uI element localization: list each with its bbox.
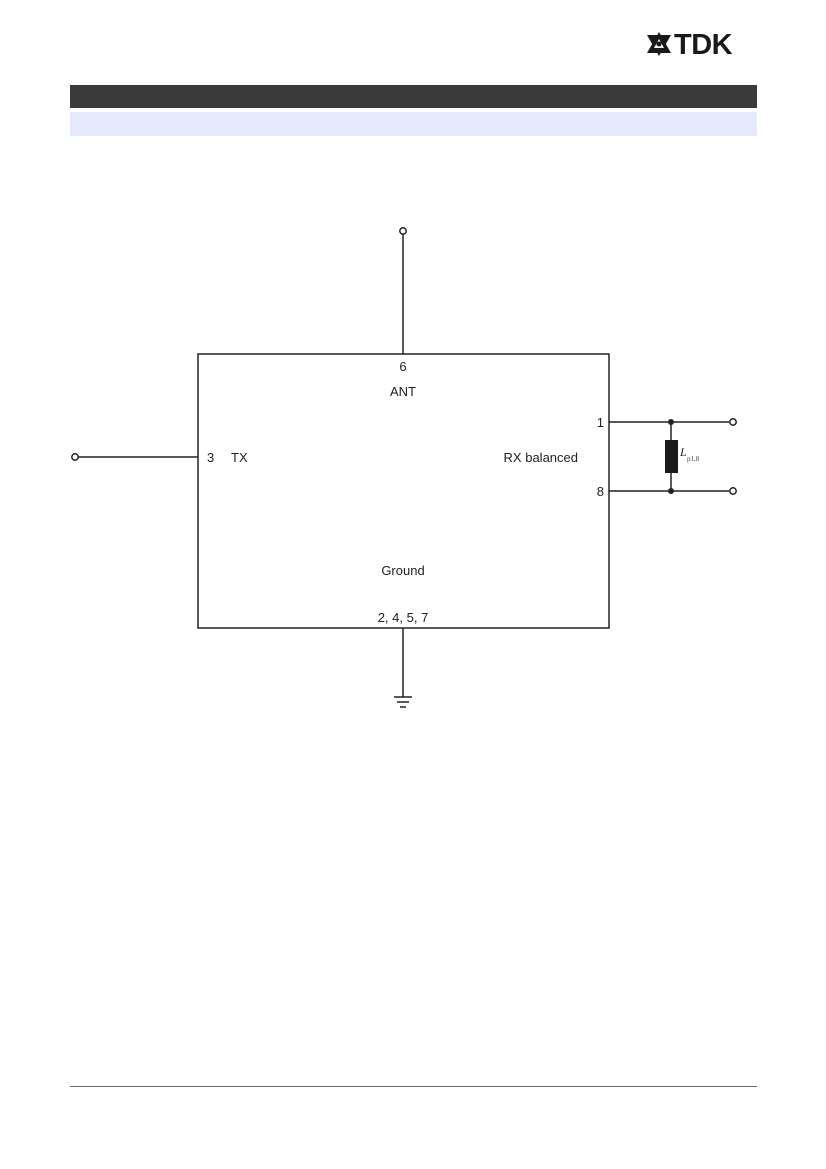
inductor-body [665,440,678,473]
rx-label: RX balanced [504,450,578,465]
junction-dot-bottom [668,488,674,494]
pin-tx-number: 3 [207,450,214,465]
ant-label: ANT [390,384,416,399]
logo-text: TDK [674,29,733,61]
pin-rx-minus-number: 8 [597,484,604,499]
header-bar [70,85,757,108]
junction-dot-top [668,419,674,425]
pin-rx-plus-number: 1 [597,415,604,430]
tdk-logo: TDK [646,29,758,61]
ant-terminal [399,227,407,235]
pin-ground-numbers: 2, 4, 5, 7 [378,610,429,625]
rx-minus-terminal [729,487,737,495]
pin-ant-number: 6 [399,359,406,374]
tdk-star-logo-icon [647,32,671,56]
tx-label: TX [231,450,248,465]
tx-terminal [71,453,79,461]
rx-plus-terminal [729,418,737,426]
footer-line [70,1086,757,1087]
ground-label: Ground [381,563,424,578]
subheader-bar [70,112,757,136]
inductor-symbol: L [679,445,687,459]
inductor-subscript: p1,8 [687,455,700,463]
